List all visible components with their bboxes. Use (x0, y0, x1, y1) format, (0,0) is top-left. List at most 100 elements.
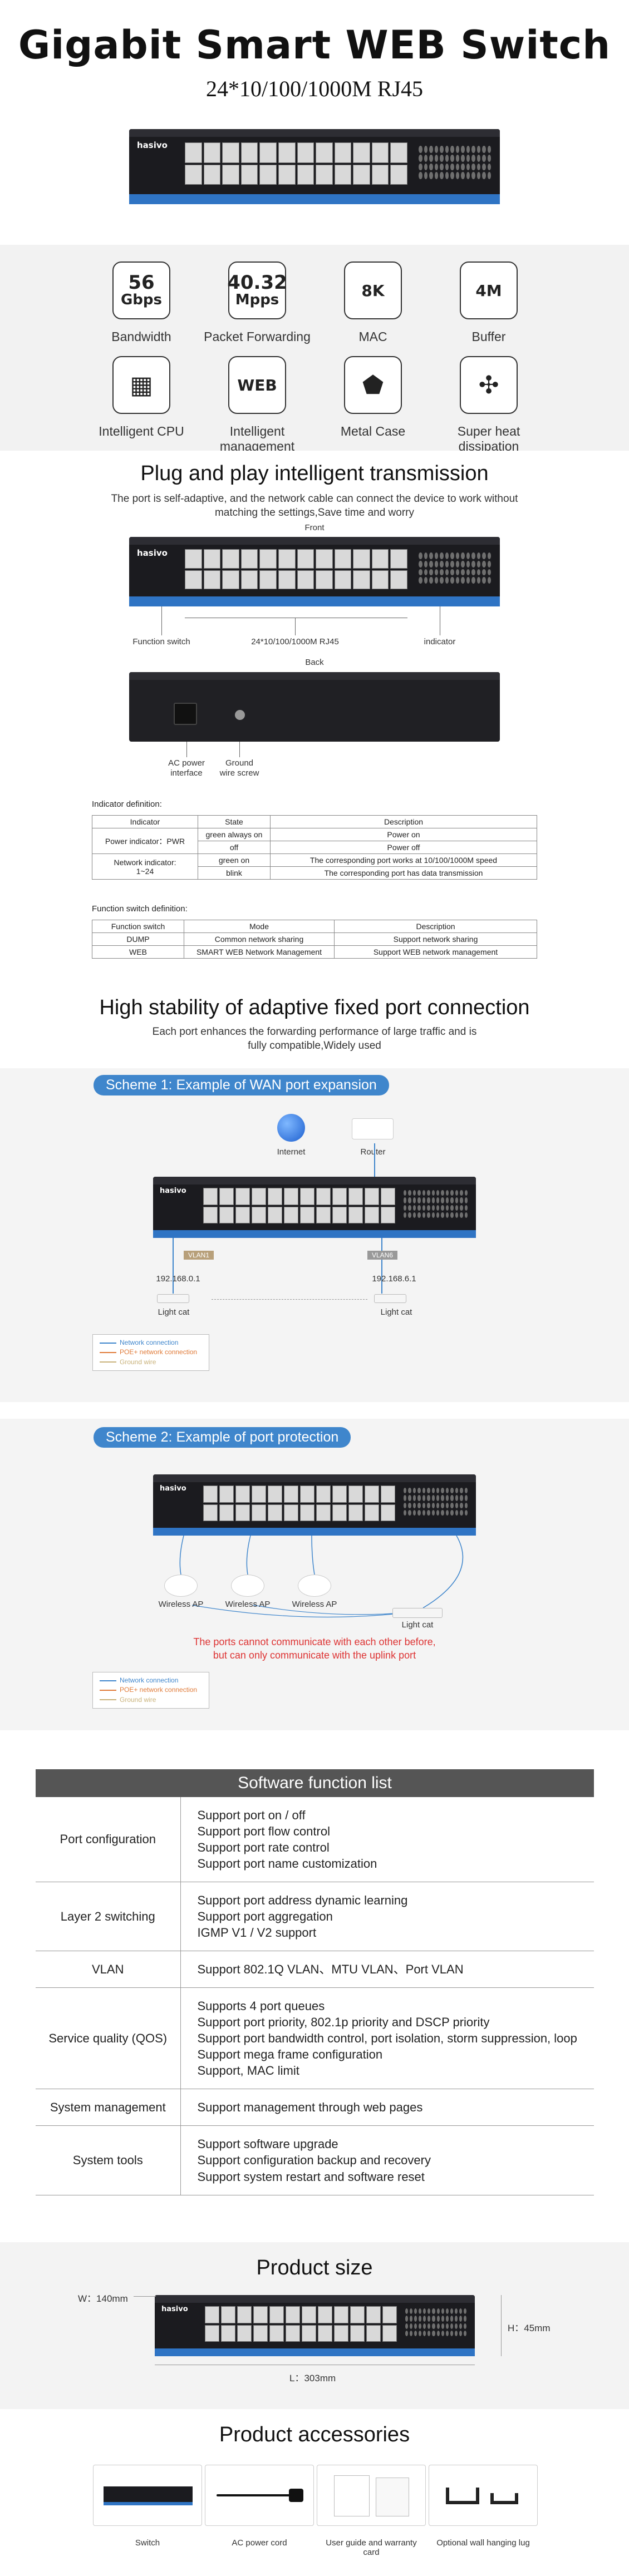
status-led (429, 552, 433, 559)
function-caption: Function switch definition: (92, 904, 188, 914)
rj45-port (353, 142, 370, 163)
ac-power-socket-icon (174, 703, 197, 725)
status-led (450, 1488, 454, 1494)
th-function-switch: Function switch (92, 920, 184, 933)
port-protection-note-1: The ports cannot communicate with each o… (193, 1636, 436, 1647)
software-item: Support 802.1Q VLAN、MTU VLAN、Port VLAN (197, 1962, 464, 1977)
status-led (419, 2308, 422, 2315)
legend-ground: Ground wire (120, 1358, 156, 1366)
front-led-panel (419, 552, 491, 584)
status-led (450, 1190, 454, 1196)
feature-badge: WEB (228, 356, 286, 414)
feature-caption: Super heat dissipation (457, 424, 520, 451)
feature-unit: Gbps (120, 291, 163, 308)
network-indicator-line1: Network indicator: (114, 857, 176, 867)
status-led (482, 577, 486, 584)
status-led (450, 1502, 454, 1508)
accessories-title: Product accessories (219, 2423, 410, 2446)
status-led (459, 2323, 462, 2329)
rj45-port (219, 1504, 234, 1521)
status-led (445, 1502, 449, 1508)
status-led (434, 172, 438, 179)
rj45-port (316, 1486, 331, 1503)
status-led (450, 154, 454, 162)
status-led (482, 172, 486, 179)
status-led (450, 1495, 454, 1501)
status-led (434, 577, 438, 584)
rj45-port (371, 142, 389, 163)
status-led (429, 146, 433, 153)
size-title: Product size (256, 2256, 373, 2279)
status-led (463, 2308, 466, 2315)
th-fn-description: Description (334, 920, 537, 933)
rj45-port (219, 1206, 234, 1223)
status-led (441, 1509, 444, 1516)
rj45-port (221, 2306, 235, 2323)
status-led (422, 1212, 426, 1218)
rj45-port (185, 549, 202, 569)
status-led (461, 569, 465, 576)
rj45-port (302, 2306, 316, 2323)
legend-network: Network connection (120, 1339, 179, 1346)
status-led (436, 1502, 440, 1508)
status-led (417, 1190, 421, 1196)
software-category: System management (36, 2089, 181, 2126)
rj45-port (366, 2325, 381, 2342)
status-led (476, 154, 480, 162)
status-led (404, 1212, 407, 1218)
cell-mode: Common network sharing (184, 932, 335, 946)
status-led (436, 2330, 440, 2336)
feature-caption: MAC (358, 329, 387, 344)
status-led (417, 1488, 421, 1494)
status-led (471, 569, 475, 576)
status-led (436, 2308, 440, 2315)
cell-fn-desc: Support WEB network management (334, 945, 537, 959)
status-led (461, 154, 465, 162)
rj45-port (222, 570, 239, 589)
rj45-port (252, 1504, 266, 1521)
status-led (422, 1509, 426, 1516)
status-led (461, 163, 465, 171)
status-led (450, 577, 454, 584)
status-led (463, 2330, 466, 2336)
status-led (450, 560, 454, 567)
cell-desc: Power on (270, 828, 537, 841)
status-led (464, 1212, 468, 1218)
status-led (427, 2316, 431, 2322)
status-led (427, 1495, 430, 1501)
rj45-port (252, 1206, 266, 1223)
wireless-ap-icon-1 (164, 1575, 198, 1597)
scheme2-port-grid (203, 1486, 395, 1521)
software-item: Support configuration backup and recover… (197, 2153, 431, 2168)
rj45-port (390, 570, 407, 589)
rj45-port (348, 1188, 363, 1205)
software-item: Support port aggregation (197, 1909, 333, 1924)
status-led (423, 2308, 426, 2315)
status-led (427, 1212, 430, 1218)
status-led (466, 163, 470, 171)
feature-caption: Intelligent CPU (99, 424, 184, 438)
status-led (410, 2316, 413, 2322)
indicator-table: Indicator State Description Power indica… (92, 815, 537, 880)
software-section: Software function list Port configuratio… (0, 1741, 629, 2242)
rj45-port (348, 1486, 363, 1503)
callout-ac-power-1: AC power (168, 758, 205, 768)
status-led (464, 1197, 468, 1203)
status-led (450, 1205, 454, 1211)
rj45-port (235, 1486, 250, 1503)
status-led (424, 577, 427, 584)
software-item: Support mega frame configuration (197, 2047, 383, 2062)
software-category: Layer 2 switching (36, 1882, 181, 1952)
switch-image-scheme-1: hasivo (153, 1177, 476, 1238)
status-led (455, 1205, 459, 1211)
status-led (466, 569, 470, 576)
rj45-port (235, 1504, 250, 1521)
rj45-port (353, 549, 370, 569)
status-led (423, 2330, 426, 2336)
rj45-port (300, 1188, 314, 1205)
switch-image-size: hasivo (155, 2295, 475, 2356)
rj45-port (240, 570, 258, 589)
status-led (455, 1190, 459, 1196)
status-led (471, 163, 475, 171)
